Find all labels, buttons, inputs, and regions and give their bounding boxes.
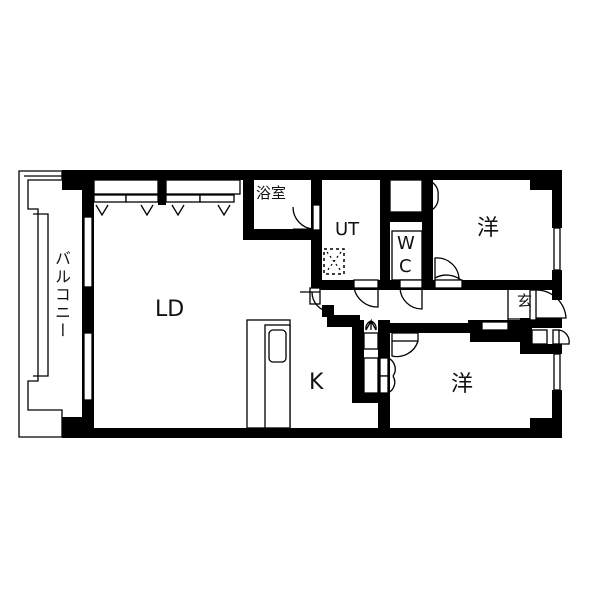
room-label-ld: LD [155, 297, 185, 322]
room-label-kitchen: K [309, 370, 324, 395]
room-label-balcony: バルコニー [52, 250, 71, 340]
room-label-utility: UT [335, 219, 360, 240]
room-label-western-2: 洋 [451, 372, 474, 397]
closet-doors-room1 [423, 180, 439, 212]
room-label-western-1: 洋 [477, 216, 500, 241]
ld-closets [93, 179, 241, 217]
room-label-toilet-w: W [397, 233, 415, 254]
bathroom-walls [243, 180, 322, 288]
exterior-walls [62, 170, 562, 438]
room-label-entrance: 玄 [517, 292, 533, 310]
corridor-doors [300, 257, 463, 313]
small-doors [365, 318, 419, 394]
kitchen-counter [246, 319, 291, 429]
room-label-toilet-c: C [399, 256, 412, 277]
room-label-bathroom: 浴室 [256, 184, 287, 202]
balcony-windows [83, 216, 93, 401]
interior-walls-lower [322, 305, 562, 438]
